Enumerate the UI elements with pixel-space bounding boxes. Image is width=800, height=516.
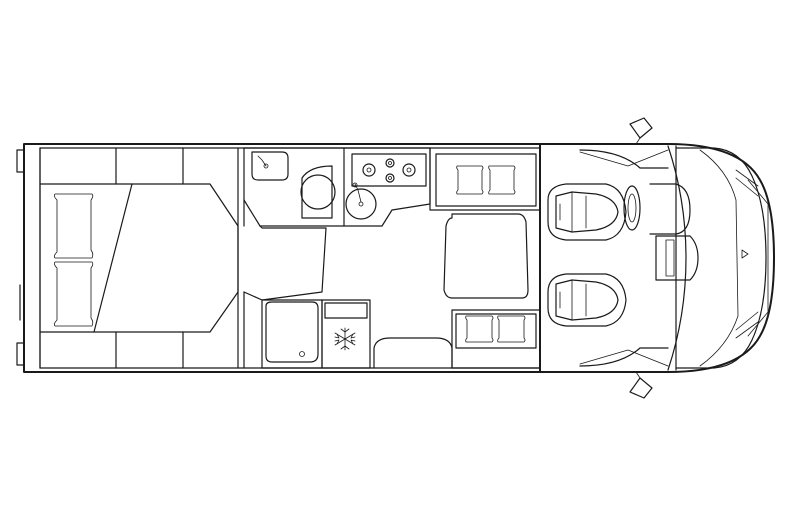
cushion: [465, 315, 494, 343]
snowflake-icon: [334, 327, 356, 351]
steering-wheel: [623, 185, 641, 231]
dining-table: [443, 213, 529, 299]
rear-bed: [39, 147, 239, 369]
washroom: [243, 147, 345, 301]
faucet-icon: [263, 163, 269, 169]
kitchen: [343, 147, 431, 227]
driver-cab: [540, 117, 775, 399]
passenger-seat: [547, 273, 627, 327]
mirror: [629, 377, 653, 399]
logo-icon: [741, 249, 749, 259]
dinette: [429, 147, 541, 369]
wardrobe: [237, 147, 245, 369]
fridge: [321, 299, 371, 369]
shower: [261, 299, 323, 369]
vehicle-body: [16, 143, 541, 373]
pillow-bottom: [53, 261, 94, 327]
gas-hob-icon: [351, 153, 427, 187]
driver-seat: [547, 183, 627, 241]
washbasin: [251, 151, 289, 181]
kitchen-sink: [345, 188, 377, 220]
cushion: [488, 165, 516, 195]
cushion: [456, 165, 484, 195]
mirror: [629, 117, 653, 139]
entry-door: [373, 337, 453, 369]
cushion: [497, 315, 526, 343]
toilet: [300, 174, 336, 210]
pillow-top: [53, 193, 94, 259]
